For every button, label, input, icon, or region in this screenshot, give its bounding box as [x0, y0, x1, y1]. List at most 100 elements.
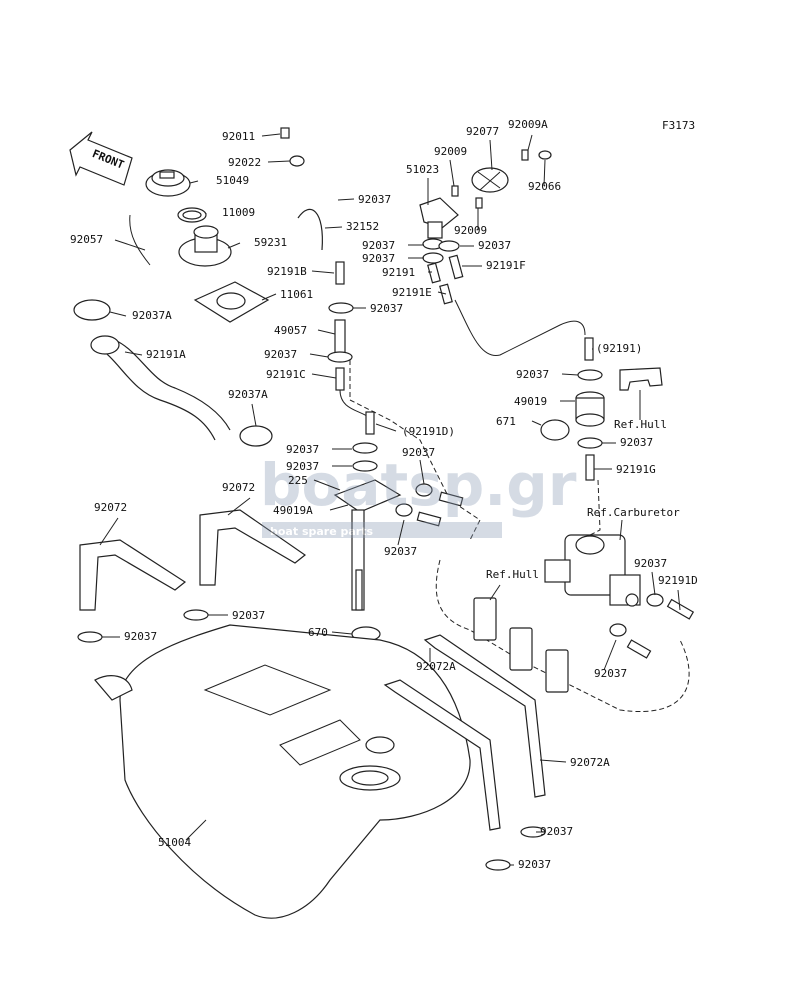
part-number-label: 92037: [286, 443, 319, 456]
hose-clips: [473, 597, 569, 693]
part-number-label: 51004: [158, 836, 191, 849]
leader-line: [539, 759, 567, 763]
leader-line: [99, 517, 119, 546]
hose-route-b: [435, 559, 690, 712]
part-number-label: 92037: [594, 667, 627, 680]
part-number-label: 92037: [518, 858, 551, 871]
part-number-label: (92191D): [402, 425, 455, 438]
part-number-label: 92072A: [570, 756, 610, 769]
mid-hoses: [395, 483, 464, 527]
clamp: [77, 631, 103, 643]
part-number-label: Ref.Hull: [486, 568, 539, 581]
clamp: [183, 609, 209, 621]
part-number-label: 92072A: [416, 660, 456, 673]
part-number-label: 92011: [222, 130, 255, 143]
part-number-label: 92037: [362, 252, 395, 265]
o-ring-671: [540, 419, 570, 441]
washer: [289, 155, 305, 167]
fuel-pickup-unit: [333, 479, 402, 611]
part-number-label: 11009: [222, 206, 255, 219]
valve-knob: [471, 167, 509, 193]
part-number-label: 92037: [232, 609, 265, 622]
tank-bracket-right: [199, 509, 307, 586]
watermark-brand: boatsp.gr: [260, 451, 577, 519]
leader-line: [309, 353, 329, 358]
part-number-label: 92057: [70, 233, 103, 246]
part-number-label: 92066: [528, 180, 561, 193]
bolt: [280, 127, 290, 139]
leader-line: [189, 180, 199, 184]
part-number-label: 51049: [216, 174, 249, 187]
part-number-label: 92037: [402, 446, 435, 459]
part-number-label: 92191B: [267, 265, 307, 278]
part-number-label: 92037: [358, 193, 391, 206]
leader-line: [531, 420, 542, 426]
part-number-label: 92191F: [486, 259, 526, 272]
part-number-label: 32152: [346, 220, 379, 233]
part-number-label: 92077: [466, 125, 499, 138]
part-number-label: 92037: [478, 239, 511, 252]
part-number-label: 92037: [516, 368, 549, 381]
filler-gasket: [177, 207, 207, 223]
part-number-label: 92037A: [132, 309, 172, 322]
leader-line: [489, 584, 501, 601]
leader-line: [124, 351, 143, 356]
part-number-label: Ref.Carburetor: [587, 506, 680, 519]
leader-line: [527, 134, 533, 151]
part-number-label: 671: [496, 415, 516, 428]
leader-line: [619, 519, 623, 541]
leader-line: [375, 423, 397, 432]
part-number-label: 92191A: [146, 348, 186, 361]
leader-line: [419, 459, 425, 485]
leader-line: [317, 329, 336, 335]
valve-clamps: [422, 238, 460, 264]
hose-clamp-upper: [73, 299, 111, 321]
leader-line: [267, 160, 291, 163]
part-number-label: 92037: [286, 460, 319, 473]
fuel-tank: [94, 624, 471, 919]
filler-base-plate: [193, 281, 270, 323]
leader-line: [251, 403, 257, 427]
part-number-label: 49057: [274, 324, 307, 337]
filter-bracket: [619, 367, 663, 391]
part-number-label: 92191D: [658, 574, 698, 587]
leader-line: [227, 497, 251, 516]
leader-line: [114, 239, 146, 251]
part-number-label: (92191): [596, 342, 642, 355]
part-number-label: 92191G: [616, 463, 656, 476]
part-number-label: 92037: [264, 348, 297, 361]
leader-line: [329, 504, 349, 511]
part-number-label: 92037: [362, 239, 395, 252]
fuel-filler-cap: [145, 169, 191, 197]
part-number-label: 49019: [514, 395, 547, 408]
part-number-label: 11061: [280, 288, 313, 301]
leader-line: [489, 139, 493, 171]
part-number-label: 92072: [94, 501, 127, 514]
fuel-hose-lower: [90, 335, 231, 441]
tank-bracket-92072a-left: [383, 679, 501, 831]
watermark-tagline: boat spare parts: [270, 525, 373, 538]
leader-line: [261, 293, 277, 301]
small-screws: [451, 149, 552, 209]
figure-code: F3173: [662, 119, 695, 132]
fuel-filter: [575, 391, 605, 427]
part-number-label: 92191E: [392, 286, 432, 299]
leader-line: [261, 133, 281, 137]
part-number-label: 92009A: [508, 118, 548, 131]
leader-line: [603, 639, 617, 671]
hose-clamp-lower: [239, 425, 273, 447]
part-number-label: 92037A: [228, 388, 268, 401]
part-number-label: 92009: [434, 145, 467, 158]
right-hose-pieces: [577, 337, 603, 481]
part-number-label: 92037: [124, 630, 157, 643]
part-number-label: 92191: [382, 266, 415, 279]
part-number-label: 92072: [222, 481, 255, 494]
part-number-label: 92022: [228, 156, 261, 169]
leader-line: [311, 270, 335, 274]
vent-hose: [297, 208, 323, 251]
leader-line: [324, 226, 343, 229]
part-number-label: 92037: [540, 825, 573, 838]
leader-line: [561, 373, 579, 376]
